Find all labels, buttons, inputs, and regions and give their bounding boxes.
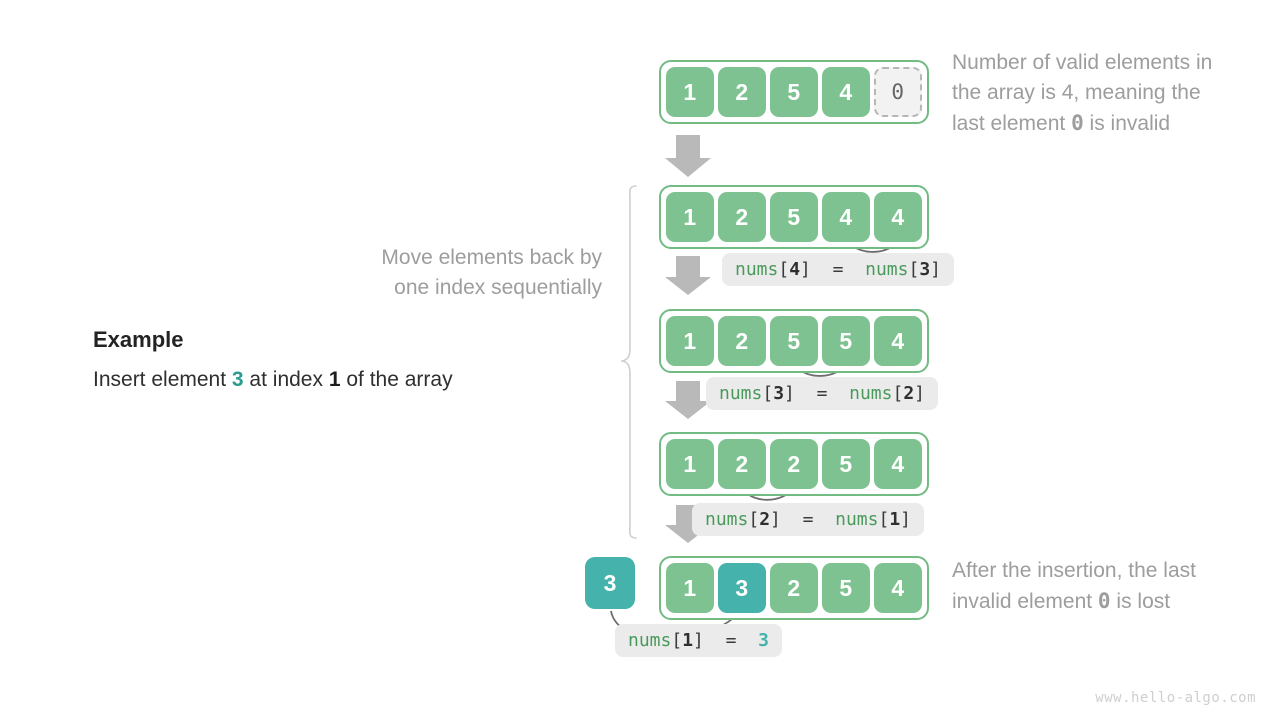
example-prefix: Insert element: [93, 368, 232, 391]
example-title: Example: [93, 327, 184, 352]
array-cell: 5: [770, 67, 818, 117]
array-cell: 5: [770, 316, 818, 366]
array-cell: 4: [874, 439, 922, 489]
array-cell-invalid: 0: [874, 67, 922, 117]
array-cell: 5: [822, 439, 870, 489]
code-label-assign-3-from-2: nums[3] = nums[2]: [706, 377, 938, 410]
note-top-line3a: last element: [952, 112, 1072, 135]
code-rhs-index: 3: [919, 259, 931, 280]
array-cell: 2: [718, 439, 766, 489]
note-shift-description: Move elements back by one index sequenti…: [381, 246, 602, 299]
code-label-assign-2-from-1: nums[2] = nums[1]: [692, 503, 924, 536]
array-cell: 1: [666, 439, 714, 489]
down-arrow-icon-3: [665, 381, 711, 419]
down-arrow-icon-1: [665, 135, 711, 177]
array-row-step-3: 1 2 2 5 4: [659, 432, 929, 496]
code-rhs-var: nums: [835, 509, 879, 530]
array-cell: 1: [666, 67, 714, 117]
note-top-line2: the array is 4, meaning the: [952, 81, 1201, 104]
example-suffix: of the array: [340, 368, 453, 391]
code-lhs-var: nums: [628, 630, 672, 651]
watermark: www.hello-algo.com: [1095, 690, 1256, 706]
code-rhs-var: nums: [849, 383, 893, 404]
array-row-initial: 1 2 5 4 0: [659, 60, 929, 124]
array-row-final: 1 3 2 5 4: [659, 556, 929, 620]
array-cell: 5: [822, 563, 870, 613]
array-row-step-1: 1 2 5 4 4: [659, 185, 929, 249]
code-rhs-index: 1: [889, 509, 901, 530]
array-row-step-2: 1 2 5 5 4: [659, 309, 929, 373]
array-cell: 4: [874, 563, 922, 613]
code-lhs-index: 4: [789, 259, 801, 280]
array-cell: 5: [770, 192, 818, 242]
note-bottom-line2a: invalid element: [952, 590, 1098, 613]
down-arrow-icon-2: [665, 256, 711, 295]
note-bottom-right: After the insertion, the last invalid ele…: [952, 556, 1196, 617]
code-operator: =: [725, 630, 737, 651]
array-cell: 2: [718, 316, 766, 366]
array-cell: 4: [822, 67, 870, 117]
note-top-zero: 0: [1071, 111, 1084, 135]
code-operator: =: [832, 259, 844, 280]
code-lhs-var: nums: [735, 259, 779, 280]
array-cell: 4: [874, 192, 922, 242]
array-cell: 2: [770, 563, 818, 613]
code-lhs-index: 3: [773, 383, 785, 404]
array-cell: 2: [770, 439, 818, 489]
code-label-assign-1-literal-3: nums[1] = 3: [615, 624, 782, 657]
example-description: Insert element 3 at index 1 of the array: [93, 368, 453, 392]
code-lhs-index: 1: [682, 630, 694, 651]
array-cell: 5: [822, 316, 870, 366]
code-lhs-var: nums: [719, 383, 763, 404]
note-bottom-line2b: is lost: [1110, 590, 1171, 613]
code-lhs-index: 2: [759, 509, 771, 530]
code-operator: =: [816, 383, 828, 404]
code-rhs-var: nums: [865, 259, 909, 280]
example-mid: at index: [243, 368, 329, 391]
code-rhs-index: 2: [903, 383, 915, 404]
array-cell: 2: [718, 67, 766, 117]
code-lhs-var: nums: [705, 509, 749, 530]
example-value: 3: [231, 368, 244, 391]
inserted-value-box: 3: [585, 557, 635, 609]
code-rhs-literal: 3: [758, 630, 769, 651]
note-top-line1: Number of valid elements in: [952, 51, 1213, 74]
array-cell: 1: [666, 192, 714, 242]
array-cell: 4: [874, 316, 922, 366]
note-top-right: Number of valid elements in the array is …: [952, 48, 1212, 139]
example-index: 1: [328, 368, 341, 391]
array-cell: 1: [666, 563, 714, 613]
note-bottom-zero: 0: [1097, 589, 1111, 613]
code-operator: =: [802, 509, 814, 530]
code-label-assign-4-from-3: nums[4] = nums[3]: [722, 253, 954, 286]
grouping-brace: [621, 185, 637, 539]
array-cell-inserted: 3: [718, 563, 766, 613]
array-cell: 4: [822, 192, 870, 242]
array-cell: 1: [666, 316, 714, 366]
array-cell: 2: [718, 192, 766, 242]
note-top-line3b: is invalid: [1083, 112, 1171, 135]
note-bottom-line1: After the insertion, the last: [952, 559, 1196, 582]
